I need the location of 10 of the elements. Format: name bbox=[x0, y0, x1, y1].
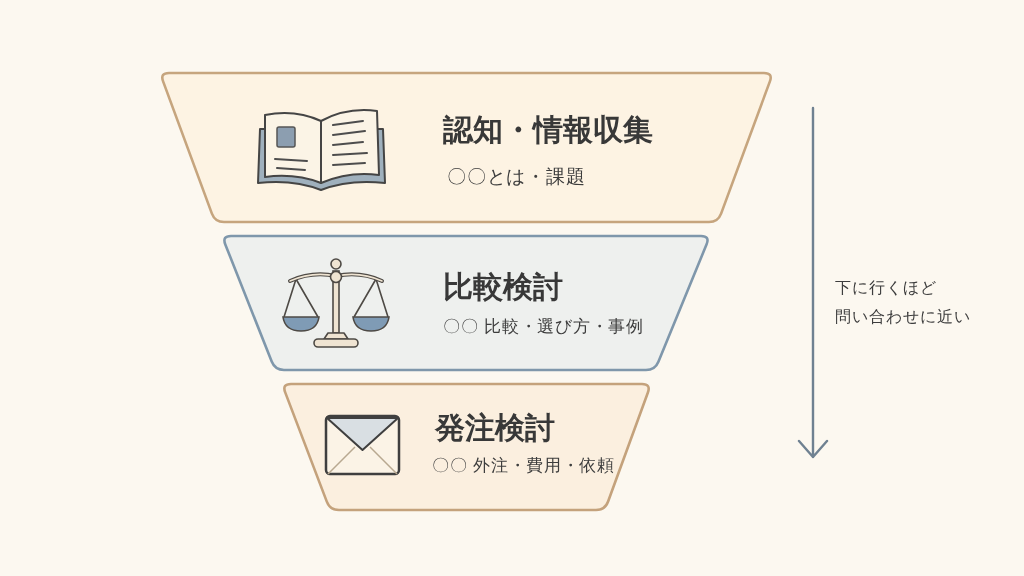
stage-heading: 発注検討 bbox=[435, 410, 555, 446]
stage-keywords: 〇〇 比較・選び方・事例 bbox=[443, 316, 644, 337]
funnel-band bbox=[280, 382, 653, 512]
funnel-band bbox=[220, 234, 712, 372]
stage-keywords: 〇〇とは・課題 bbox=[447, 165, 586, 188]
side-note: 下に行くほど問い合わせに近い bbox=[835, 278, 971, 328]
funnel-band bbox=[158, 71, 775, 224]
stage-keywords: 〇〇 外注・費用・依頼 bbox=[432, 456, 615, 476]
stage-heading: 認知・情報収集 bbox=[443, 112, 653, 148]
stage-heading: 比較検討 bbox=[443, 269, 563, 305]
